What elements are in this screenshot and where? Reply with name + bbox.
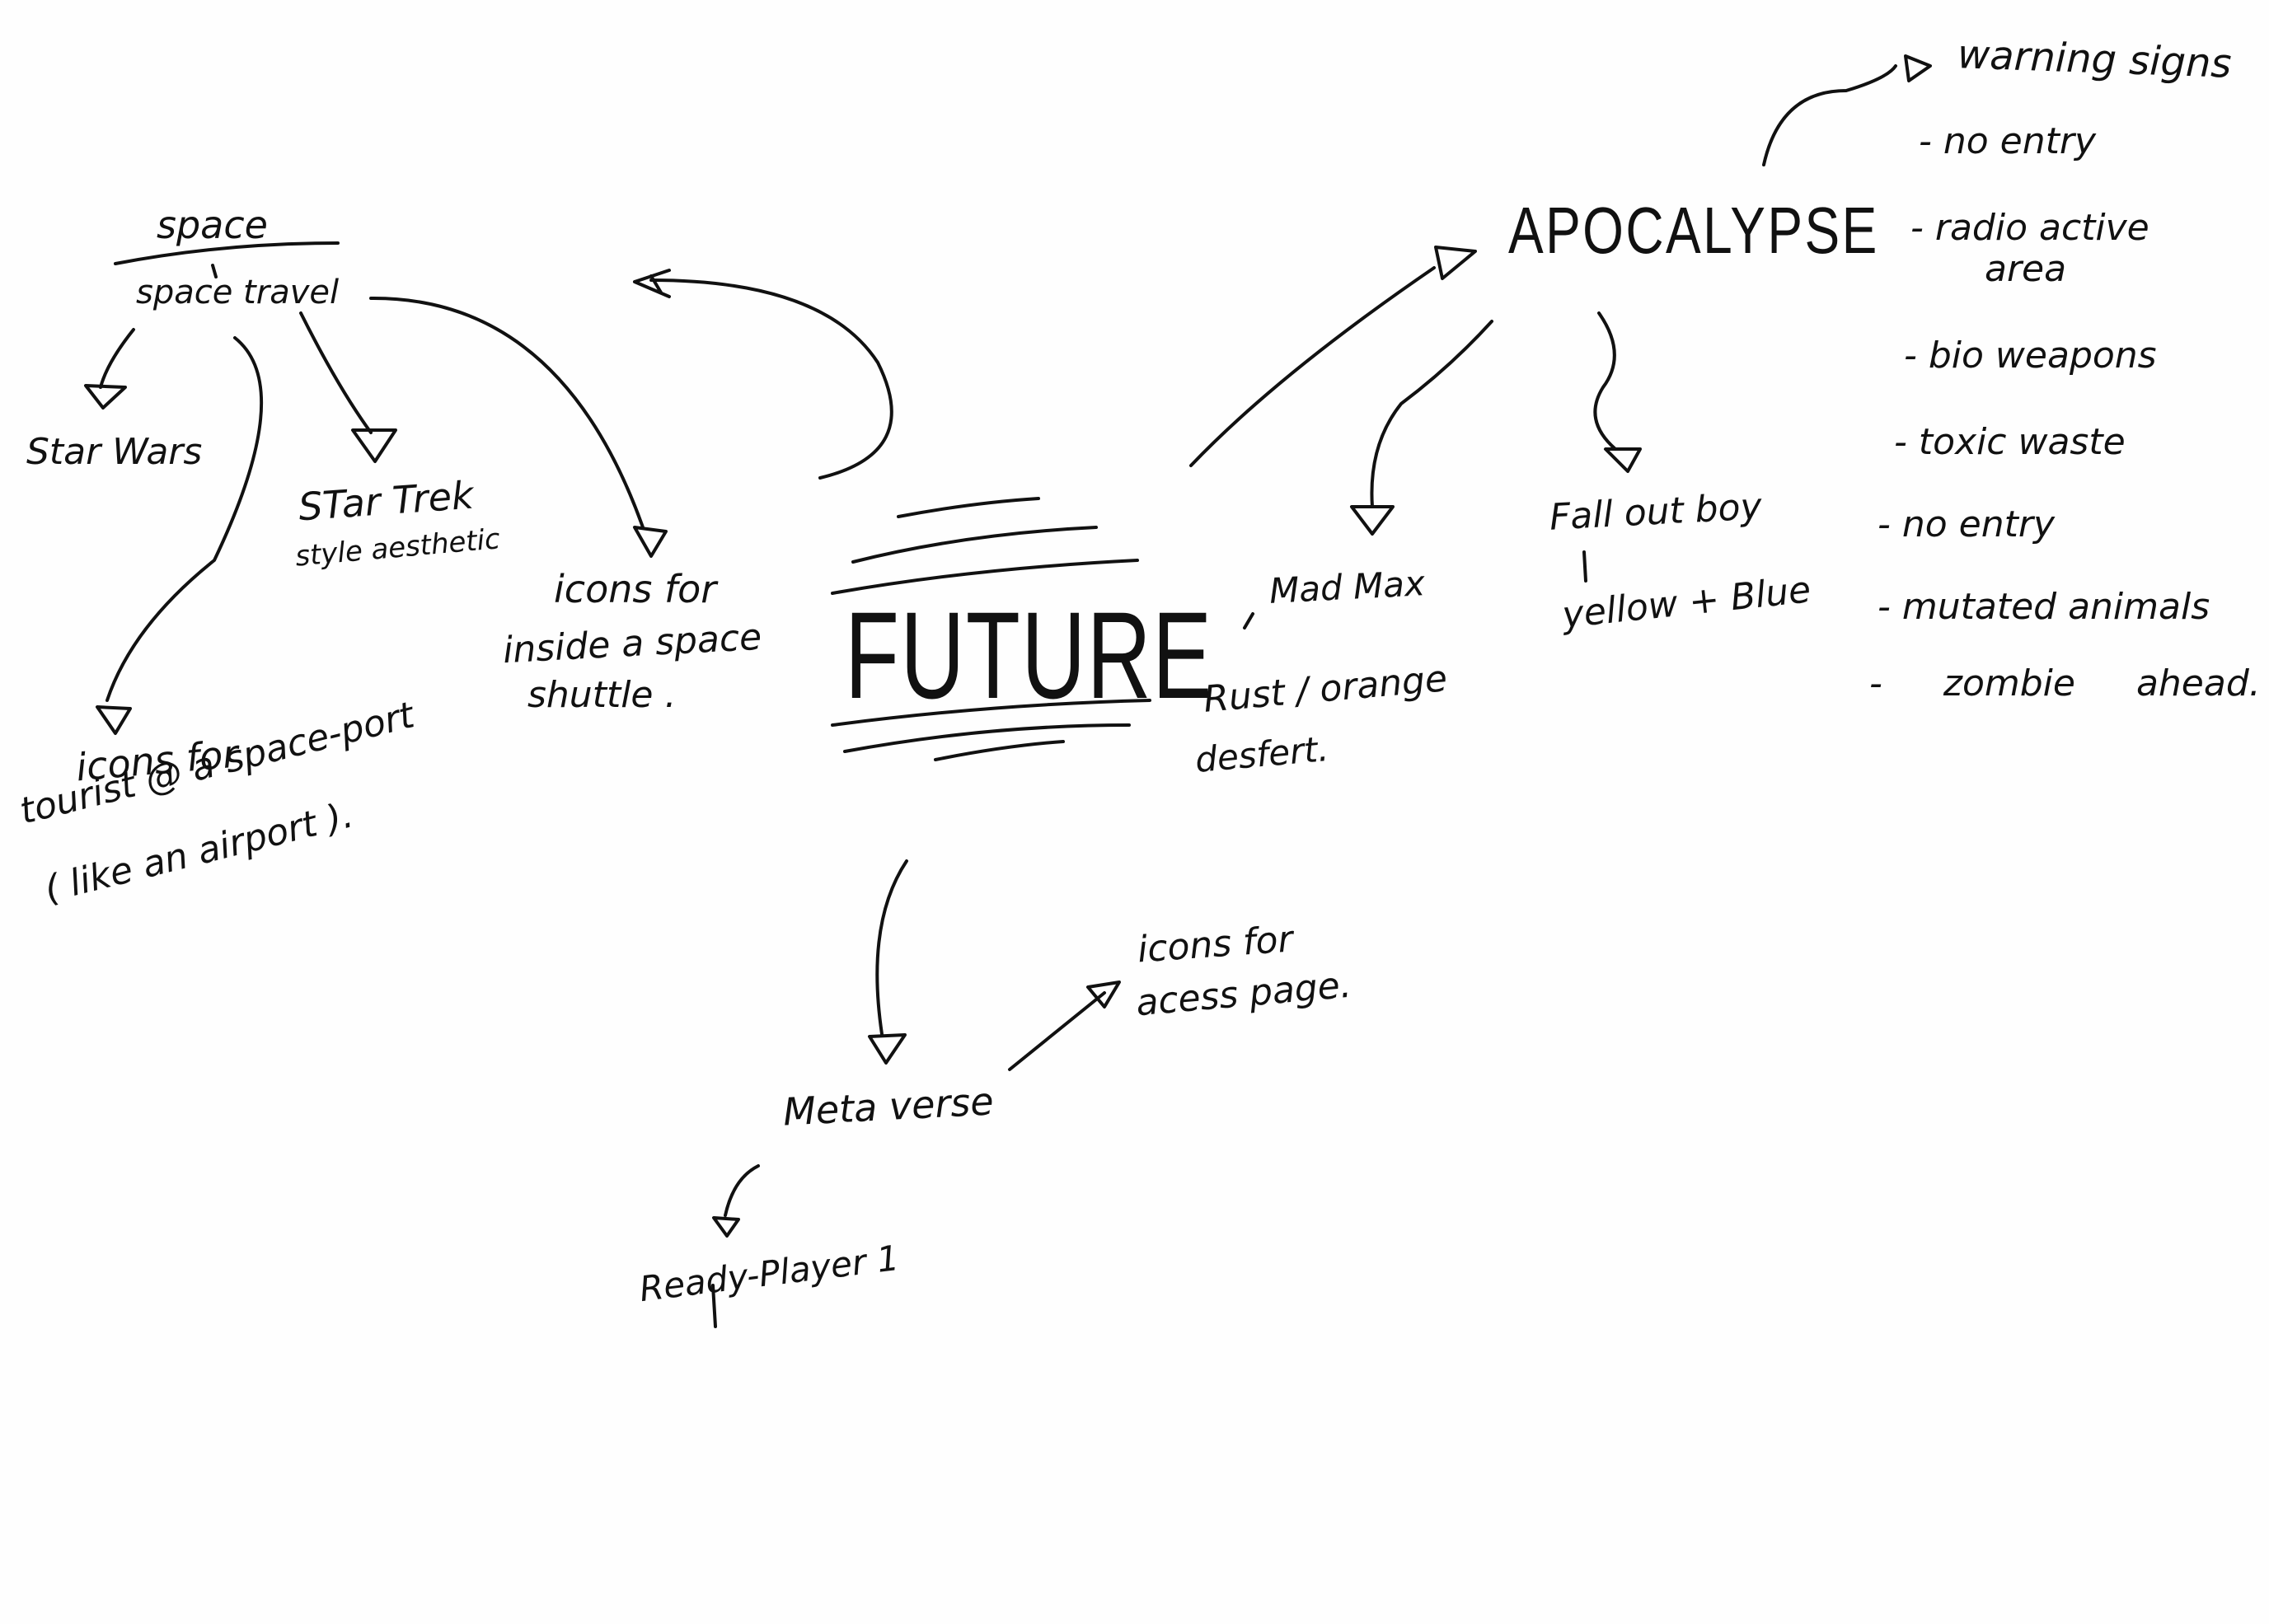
arrowhead-star-trek <box>351 428 397 463</box>
future-deco-2 <box>851 526 1098 564</box>
arrow-to-tourist <box>105 336 264 702</box>
future-title: FUTURE <box>845 586 1213 724</box>
arrowhead-fallout <box>1604 447 1642 473</box>
fallout-tick <box>1582 550 1587 583</box>
star-trek-label: STar Trek <box>297 472 476 530</box>
space-tick <box>211 264 218 278</box>
arrow-to-shuttle <box>369 296 645 529</box>
metaverse-title: Meta verse <box>781 1079 995 1135</box>
arrowhead-warning <box>1904 54 1932 82</box>
arrowhead-shuttle <box>633 526 668 558</box>
arrowhead-star-wars <box>84 384 127 410</box>
arrowhead-future-to-space <box>633 269 671 298</box>
arrowhead-metaverse <box>868 1033 907 1065</box>
warning-signs-title: warning signs <box>1957 31 2233 87</box>
arrowhead-apocalypse <box>1434 246 1477 280</box>
warning-item-no-entry-1: - no entry <box>1919 120 2096 162</box>
future-deco-3 <box>831 559 1139 595</box>
warning-item-toxic-waste: - toxic waste <box>1894 421 2126 463</box>
future-deco-5 <box>843 723 1131 753</box>
arrowhead-mad-max <box>1350 505 1395 536</box>
arrowhead-tourist <box>96 705 132 735</box>
space-travel-label: space travel <box>136 274 340 311</box>
arrowhead-access <box>1086 980 1121 1009</box>
arrow-to-mad-max <box>1370 320 1493 508</box>
shuttle-line3: shuttle . <box>527 674 677 716</box>
arrow-metaverse-to-access <box>1008 991 1106 1071</box>
arrow-to-fallout <box>1593 311 1617 451</box>
mad-max-tick <box>1243 612 1254 629</box>
space-underline <box>114 241 340 265</box>
access-line1: icons for <box>1136 918 1295 971</box>
arrow-to-star-trek <box>299 311 373 434</box>
warning-item-radioactive-area: area <box>1985 248 2067 290</box>
arrow-future-to-apocalypse <box>1189 266 1436 467</box>
warning-item-no-entry-2: - no entry <box>1878 503 2055 545</box>
arrow-metaverse-to-ready <box>724 1164 760 1217</box>
arrow-to-warning <box>1762 64 1897 166</box>
warning-item-mutated: - mutated animals <box>1878 586 2210 628</box>
future-deco-1 <box>897 497 1040 518</box>
apocalypse-title: APOCALYPSE <box>1508 194 1879 267</box>
fallout-line1: Fall out boy <box>1548 485 1763 539</box>
arrow-future-to-space <box>649 278 893 480</box>
warning-item-zombie: - zombie ahead. <box>1869 662 2261 704</box>
future-deco-6 <box>934 740 1065 761</box>
mad-max-label: Mad Max <box>1268 563 1426 611</box>
warning-item-bio-weapons: - bio weapons <box>1904 335 2157 377</box>
warning-item-radioactive: - radio active <box>1910 207 2149 249</box>
arrowhead-ready <box>712 1216 740 1238</box>
shuttle-line1: icons for <box>554 567 717 611</box>
future-deco-4 <box>831 699 1151 727</box>
arrow-future-to-metaverse <box>875 859 908 1036</box>
ready-flourish <box>711 1284 717 1328</box>
arrow-to-star-wars <box>99 328 135 389</box>
star-wars-label: Star Wars <box>26 431 203 473</box>
space-title: space <box>157 203 268 247</box>
